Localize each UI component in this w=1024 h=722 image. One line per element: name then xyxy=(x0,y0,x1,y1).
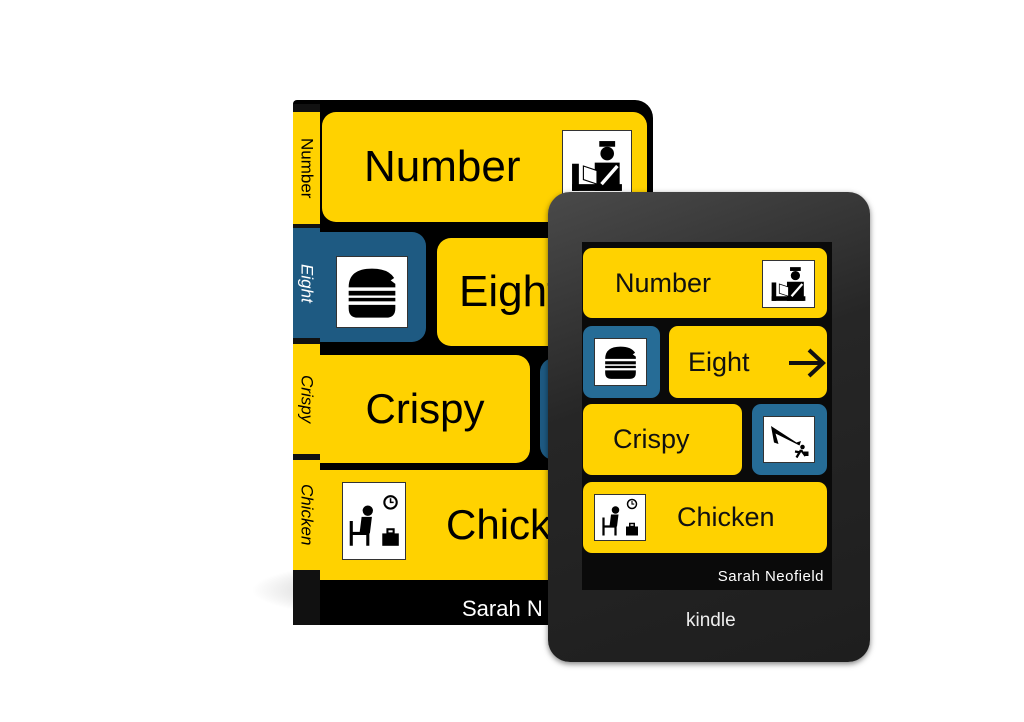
book-tile-burger xyxy=(320,232,426,342)
waiting-room-icon xyxy=(594,494,646,541)
spine-crispy: Crispy xyxy=(293,344,320,454)
kindle-tile-eight: Eight xyxy=(669,326,827,398)
kindle-tile-departure xyxy=(752,404,827,475)
kindle-author: Sarah Neofield xyxy=(717,568,824,585)
departure-icon xyxy=(763,416,815,463)
book-author: Sarah N xyxy=(462,596,543,621)
spine-chicken: Chicken xyxy=(293,460,320,570)
burger-icon xyxy=(336,256,408,328)
burger-icon xyxy=(594,338,647,386)
spine-number: Number xyxy=(293,112,320,224)
kindle-logo: kindle xyxy=(686,610,736,631)
kindle-tile-crispy: Crispy xyxy=(583,404,742,475)
spine-eight: Eight xyxy=(293,228,320,338)
kindle-tile-chicken: Chicken xyxy=(583,482,827,553)
kindle-screen: Number Eight Crispy Chicken Sarah Neofie… xyxy=(582,242,832,590)
book-tile-crispy: Crispy xyxy=(320,355,530,463)
passport-control-icon xyxy=(562,130,632,202)
arrow-right-icon xyxy=(789,348,826,378)
book-spine: Number Eight Crispy Chicken xyxy=(293,104,320,625)
passport-control-icon xyxy=(762,260,815,308)
kindle-tile-burger xyxy=(583,326,660,398)
waiting-room-icon xyxy=(342,482,406,560)
kindle-tile-number: Number xyxy=(583,248,827,318)
